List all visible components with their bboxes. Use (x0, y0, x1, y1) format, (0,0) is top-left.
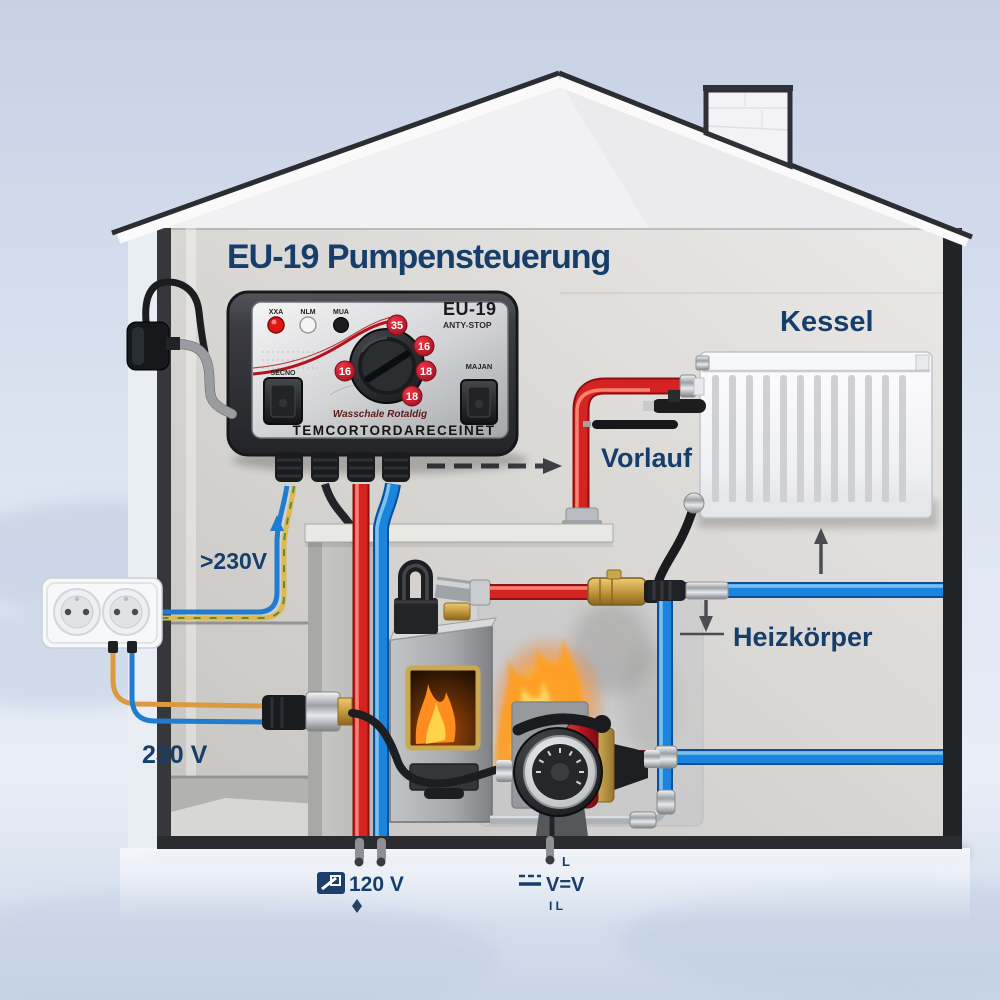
outlet-voltage-label: 230 V (142, 741, 208, 769)
circulation-pump (496, 701, 660, 836)
sensor-probe (592, 420, 678, 429)
led-black (333, 317, 349, 333)
cable-gland (262, 695, 308, 730)
led-label-2: NLM (300, 309, 315, 316)
return-hose (654, 507, 697, 585)
foundation (120, 848, 970, 923)
pump-handle (512, 713, 606, 736)
led-white (299, 316, 317, 334)
radiator (695, 351, 938, 528)
chimney (703, 85, 793, 170)
radiator-vent (915, 354, 930, 371)
valve-handle (652, 399, 706, 413)
orange-wire (110, 653, 265, 709)
controller-brand: EU-19 (443, 299, 497, 319)
diamond-mark (352, 899, 362, 913)
left-button-label: SECNO (271, 370, 296, 377)
volt-symbol-sub: I L (549, 899, 563, 913)
radiator-ribs (712, 375, 906, 503)
page-title: EU-19 Pumpensteuerung (227, 238, 610, 276)
up-arrow (814, 528, 828, 544)
left-button[interactable] (263, 377, 303, 425)
outlet-wires (110, 653, 353, 732)
sensor-cable-loop (142, 278, 209, 356)
bottom-voltage-label: 120 V (349, 873, 404, 896)
power-wires (162, 485, 297, 621)
blue-wire-lower (129, 653, 269, 725)
bottom-annotations: 120 V V=V I L L (317, 836, 585, 913)
floor-coupling (629, 811, 657, 829)
controller-connectors (275, 452, 410, 482)
controller-mode: ANTY-STOP (443, 320, 492, 330)
chrome-sleeve (685, 581, 729, 600)
led-label-1: XXA (269, 309, 283, 316)
radiator-cap (695, 355, 710, 371)
brass-valve (587, 577, 647, 606)
right-button[interactable] (460, 379, 498, 425)
dial-value-16a: 16 (418, 341, 430, 353)
down-arrow (699, 616, 713, 632)
elbow-fitting (656, 789, 676, 815)
annotations-right (680, 528, 828, 636)
yellow-wire (162, 485, 297, 621)
right-button-label: MAJAN (466, 362, 493, 371)
temperature-knob[interactable] (349, 328, 425, 404)
dial-value-18a: 18 (420, 366, 432, 378)
pump-power-cable (348, 709, 504, 788)
led-red (267, 316, 285, 334)
led-label-3: MUA (333, 309, 349, 316)
pump-cone (614, 744, 648, 790)
wall-sensor (126, 278, 237, 419)
brass-fitting (443, 602, 471, 621)
dial-value-16b: 16 (339, 366, 351, 378)
floor-line (157, 836, 962, 849)
vorlauf-pipe (562, 374, 706, 585)
return-pipes (490, 580, 943, 829)
led-indicators: XXA NLM MUA (267, 309, 349, 334)
dial-scale: 35 16 18 18 16 (334, 314, 437, 407)
pump-inlet (496, 760, 512, 782)
supply-voltage-label: >230V (200, 548, 268, 574)
boiler-label: Kessel (780, 306, 874, 338)
dial-value-35: 35 (391, 320, 403, 332)
dial-value-18b: 18 (406, 391, 418, 403)
controller: XXA NLM MUA EU-19 ANTY-STOP 35 16 18 18 … (226, 290, 528, 482)
flue-base (394, 598, 438, 634)
socket-right (102, 588, 150, 636)
controller-bottom-text: TEMCORTORDARECEINET (292, 423, 495, 438)
alcove (171, 775, 351, 836)
socket-left (53, 588, 101, 636)
up-arrow-wire (270, 515, 284, 531)
power-outlet[interactable] (41, 577, 163, 653)
blue-wire (162, 485, 290, 615)
drawer-handle (424, 788, 464, 799)
right-wall (943, 228, 962, 845)
ledge (304, 523, 614, 543)
left-wall-edge (157, 228, 171, 845)
pipe-grip (648, 580, 686, 601)
dc-symbol (519, 874, 541, 886)
supply-pipes (352, 482, 401, 867)
radiator-label: Heizkörper (733, 622, 873, 652)
script-text: Wasschale Rotaldig (333, 409, 427, 420)
volt-symbol-label: V=V (546, 874, 585, 896)
flow-label: Vorlauf (601, 443, 693, 473)
volt-symbol-top: L (562, 854, 570, 869)
